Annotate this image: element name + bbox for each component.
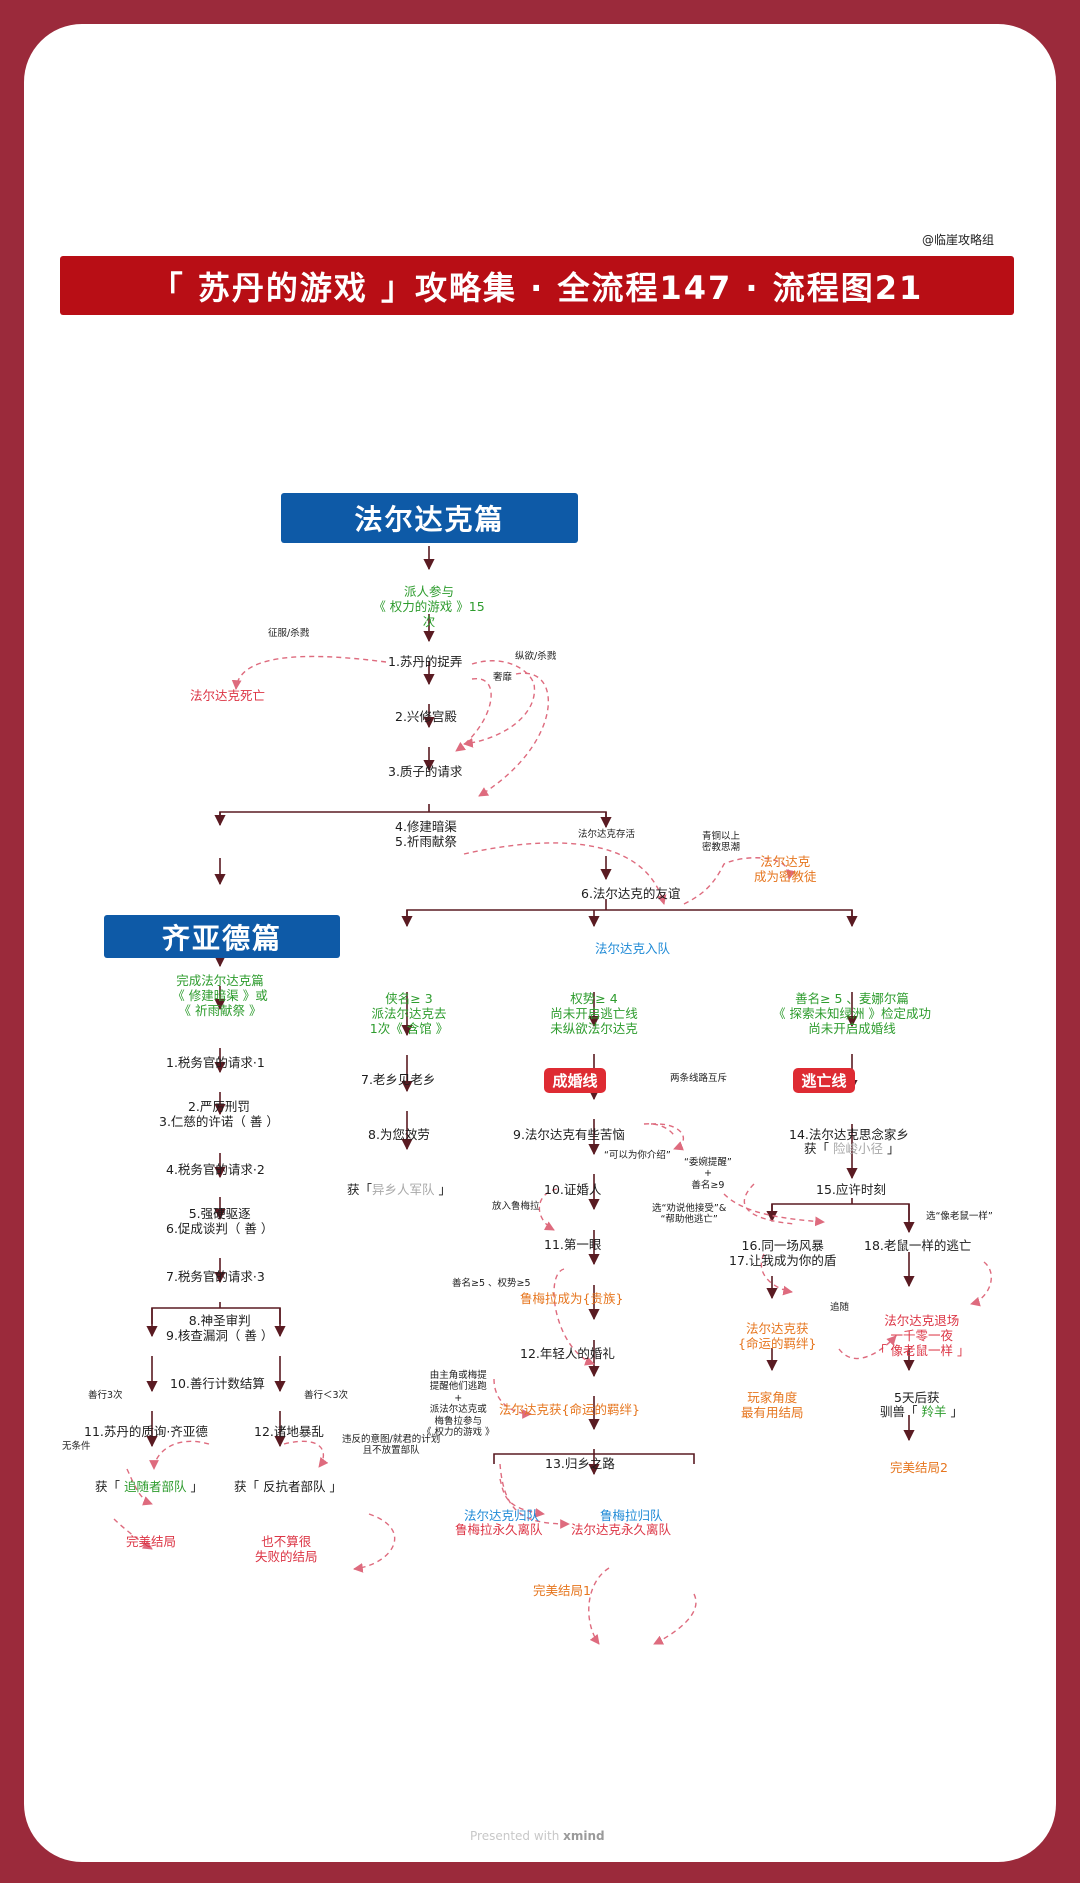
bronze-label: 青铜以上 密教思潮 xyxy=(702,831,741,854)
steep-path-reward: 获「 险峻小径 」 xyxy=(804,1141,900,1156)
marriage-line-tag: 成婚线 xyxy=(544,1068,606,1093)
falldak-joins: 法尔达克入队 xyxy=(595,941,671,956)
mouse-note: 选“像老鼠一样” xyxy=(926,1211,993,1222)
five-days-label: 5天后获 xyxy=(894,1390,940,1405)
connector-lines xyxy=(113,546,992,1645)
page-title: 「 苏丹的游戏 」攻略集 · 全流程147 · 流程图21 xyxy=(60,256,1014,315)
falldak-requirement: 派人参与 《 权力的游戏 》15次 xyxy=(373,584,485,629)
let-in-label: 放入鲁梅拉 xyxy=(492,1201,540,1212)
cond-left: 侠名≥ 3 派法尔达克去 1次《 含馆 》 xyxy=(369,991,449,1036)
section-header-ziad: 齐亚德篇 xyxy=(104,915,340,958)
falldak-alive-label: 法尔达克存活 xyxy=(578,829,636,840)
lu-leaves: 鲁梅拉永久离队 xyxy=(455,1522,543,1537)
ziad-node-4: 4.税务官的请求·2 xyxy=(166,1162,265,1177)
node-2: 2.兴修宫殿 xyxy=(395,709,457,724)
cond-middle: 权势≥ 4 尚未开启逃亡线 未纵欲法尔达克 xyxy=(550,991,638,1036)
protagonist-note: 由主角或梅提 提醒他们逃跑 + 派法尔达克或 梅鲁拉参与 《 权力的游戏 》 xyxy=(422,1370,495,1438)
fate-bond-outcome: 法尔达克获{命运的羁绊} xyxy=(499,1402,640,1417)
node-15: 15.应许时刻 xyxy=(816,1182,886,1197)
noble-outcome: 鲁梅拉成为{贵族} xyxy=(520,1291,624,1306)
falldak-death-ending: 法尔达克死亡 xyxy=(190,688,266,703)
node-14: 14.法尔达克思念家乡 xyxy=(789,1127,909,1142)
perfect-ending-2: 完美结局2 xyxy=(890,1460,948,1475)
ziad-node-1: 1.税务官的请求·1 xyxy=(166,1055,265,1070)
node-11: 11.第一眼 xyxy=(544,1237,602,1252)
cultist-outcome: 法尔达克 成为密教徒 xyxy=(754,854,817,884)
cond-right: 善名≥ 5 、麦娜尔篇 《 探索未知绿洲 》检定成功 尚未开启成婚线 xyxy=(773,991,931,1036)
remind-note: “委婉提醒” + 善名≥9 xyxy=(684,1157,732,1191)
perfect-ending-1: 完美结局1 xyxy=(533,1583,591,1598)
footer-credit: Presented with xmind xyxy=(470,1829,605,1843)
falldak-leaves: 法尔达克永久离队 xyxy=(571,1522,672,1537)
good-power-label: 善名≥5 、权势≥5 xyxy=(452,1278,531,1289)
node-6: 6.法尔达克的友谊 xyxy=(581,886,681,901)
ziad-node-10: 10.善行计数结算 xyxy=(170,1376,265,1391)
credit: @临崖攻略组 xyxy=(922,233,995,247)
indulge-kill-label: 纵欲/杀戮 xyxy=(515,651,557,662)
ziad-node-11: 11.苏丹的质询·齐亚德 xyxy=(84,1424,208,1439)
falldak-returns: 法尔达克归队 xyxy=(464,1508,540,1523)
section-header-falldak: 法尔达克篇 xyxy=(281,493,578,543)
falldak-exit: 法尔达克退场 一千零一夜 「 像老鼠一样 」 xyxy=(874,1313,970,1358)
flowchart-card: @临崖攻略组 「 苏丹的游戏 」攻略集 · 全流程147 · 流程图21 法尔达… xyxy=(24,24,1056,1862)
followers-army-reward: 获「 追随者部队 」 xyxy=(95,1479,203,1494)
not-bad-ending: 也不算很 失败的结局 xyxy=(255,1534,318,1564)
luxury-label: 奢靡 xyxy=(493,672,513,683)
node-18: 18.老鼠一样的逃亡 xyxy=(864,1238,972,1253)
violate-note: 违反的意图/就君的计划 且不放置部队 xyxy=(342,1434,441,1457)
falldak-fate-outcome: 法尔达克获 {命运的羁绊} xyxy=(738,1321,817,1351)
node-4-5: 4.修建暗渠 5.祈雨献祭 xyxy=(395,819,457,849)
node-12: 12.年轻人的婚礼 xyxy=(520,1346,615,1361)
lu-returns: 鲁梅拉归队 xyxy=(600,1508,663,1523)
outsiders-army-reward: 获「异乡人军队 」 xyxy=(347,1182,452,1197)
ziad-requirement: 完成法尔达克篇 《 修建暗渠 》或 《 祈雨献祭 》 xyxy=(172,973,268,1018)
ziad-node-12: 12.诸地暴乱 xyxy=(254,1424,324,1439)
node-3: 3.质子的请求 xyxy=(388,764,463,779)
can-introduce-label: “可以为你介绍” xyxy=(604,1150,671,1161)
node-8: 8.为您效劳 xyxy=(368,1127,430,1142)
chase-label: 追随 xyxy=(830,1302,850,1313)
ziad-node-2-3: 2.严厉刑罚 3.仁慈的许诺（ 善 ） xyxy=(159,1099,279,1129)
good-lt3-label: 善行＜3次 xyxy=(304,1390,349,1401)
node-1: 1.苏丹的捉弄 xyxy=(388,654,463,669)
no-condition-label: 无条件 xyxy=(62,1441,91,1452)
ziad-node-8-9: 8.神圣审判 9.核查漏洞（ 善 ） xyxy=(166,1313,274,1343)
node-16-17: 16.同一场风暴 17.让我成为你的盾 xyxy=(729,1238,837,1268)
rebels-army-reward: 获「 反抗者部队 」 xyxy=(234,1479,342,1494)
node-7: 7.老乡见老乡 xyxy=(361,1072,436,1087)
good-ge3-label: 善行3次 xyxy=(88,1390,123,1401)
persuade-note: 选“劝说他接受”& “帮助他逃亡” xyxy=(652,1203,727,1226)
ziad-node-5-6: 5.强硬驱逐 6.促成谈判（ 善 ） xyxy=(166,1206,274,1236)
tame-antelope-reward: 驯兽「 羚羊 」 xyxy=(880,1404,963,1419)
node-10: 10.证婚人 xyxy=(544,1182,602,1197)
mutex-label: 两条线路互斥 xyxy=(670,1073,728,1084)
conquer-kill-label: 征服/杀戮 xyxy=(268,628,310,639)
escape-line-tag: 逃亡线 xyxy=(793,1068,855,1093)
ziad-node-7: 7.税务官的请求·3 xyxy=(166,1269,265,1284)
player-view-ending: 玩家角度 最有用结局 xyxy=(741,1390,804,1420)
ziad-perfect-ending: 完美结局 xyxy=(126,1534,177,1549)
node-13: 13.归乡之路 xyxy=(545,1456,615,1471)
node-9: 9.法尔达克有些苦恼 xyxy=(513,1127,625,1142)
